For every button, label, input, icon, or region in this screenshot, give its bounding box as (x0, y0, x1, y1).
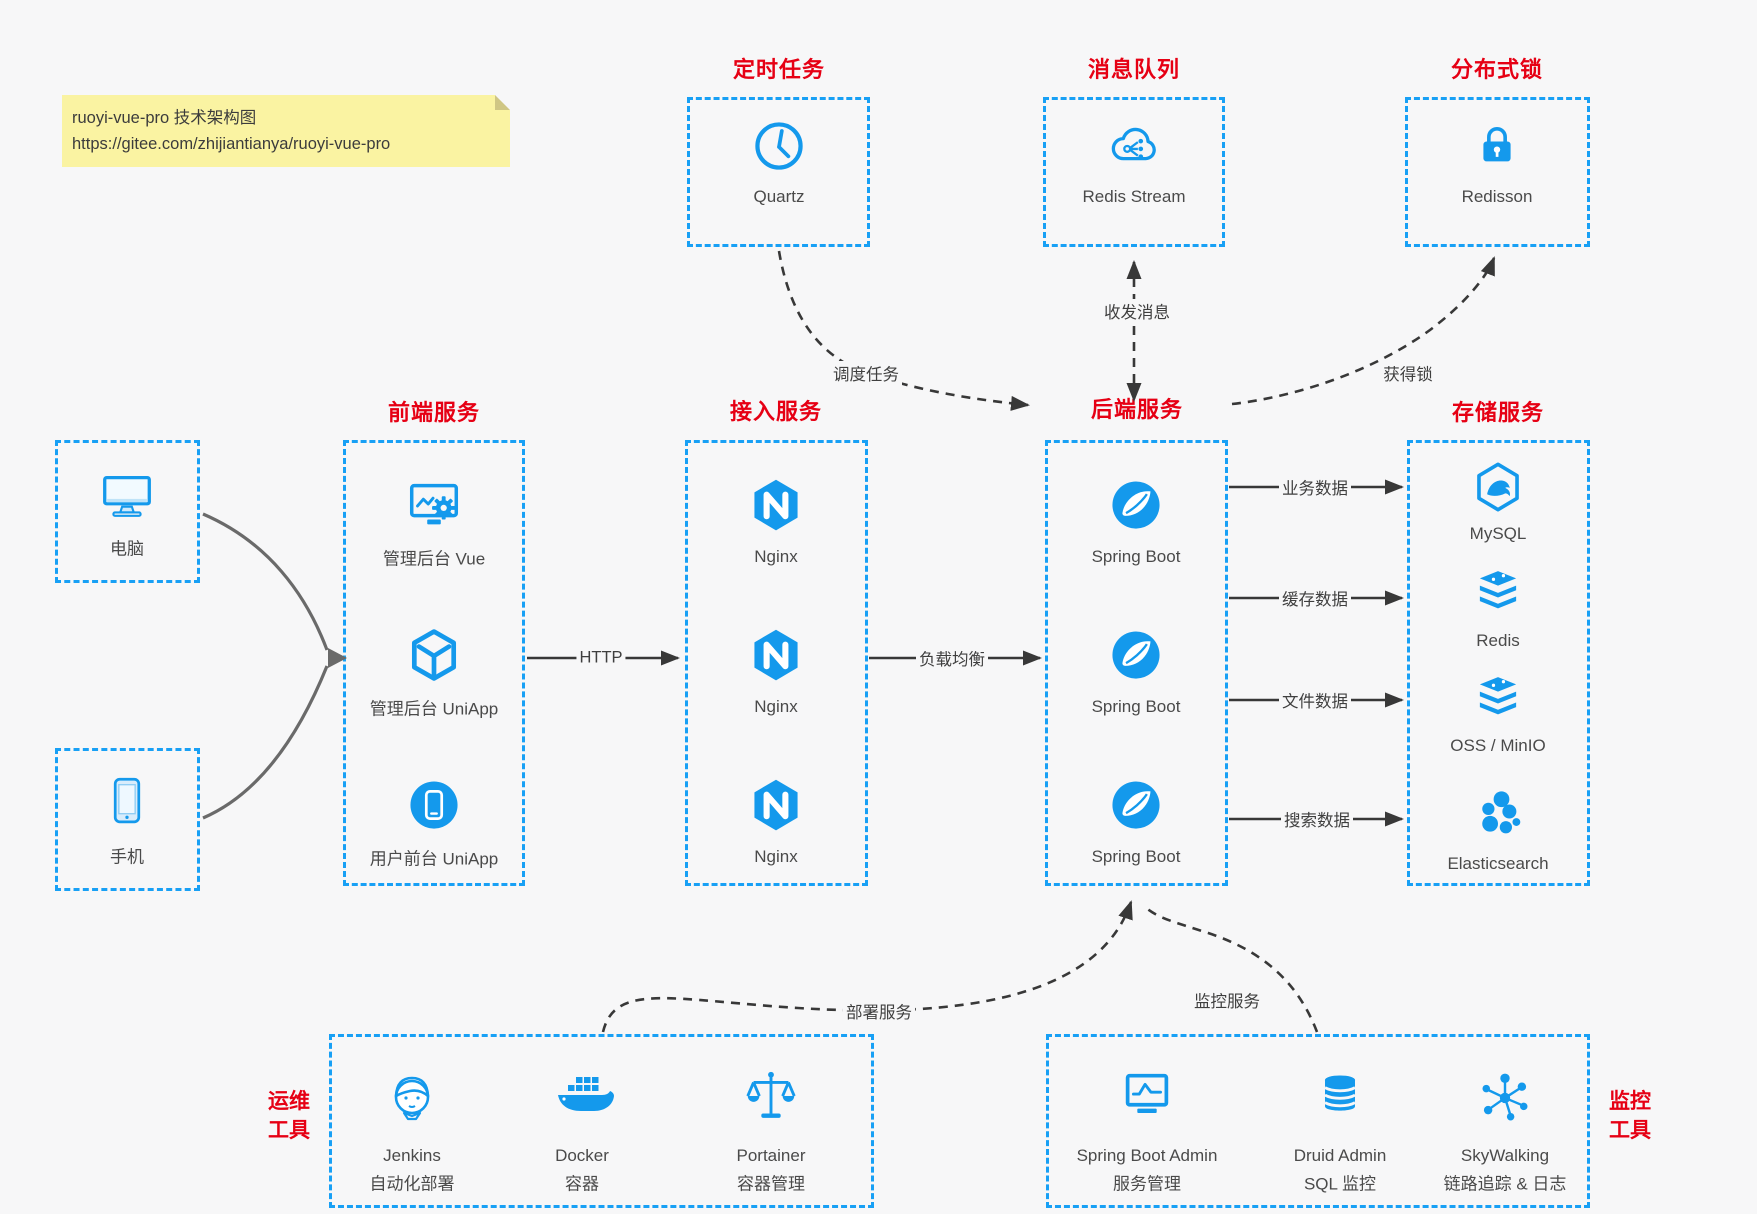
column-box-backend (1045, 440, 1228, 886)
item-label-spring-boot-3: Spring Boot (1091, 847, 1181, 866)
jenkins-icon (380, 1065, 444, 1129)
edge-label-send-receive-msg: 收发消息 (1101, 299, 1173, 323)
item-label-spring-boot-2: Spring Boot (1091, 697, 1181, 716)
ops-title-line1: 运维 (268, 1090, 310, 1113)
tool-name-skywalking: SkyWalking (1460, 1146, 1550, 1165)
item-label-quartz: Quartz (753, 187, 805, 206)
tool-desc-jenkins: 自动化部署 (369, 1174, 455, 1194)
group-box-monitor-tools (1046, 1034, 1590, 1208)
edge-phone-to-frontend (202, 665, 329, 820)
group-box-scheduled-tasks (687, 97, 870, 247)
item-label-redis: Redis (1476, 631, 1520, 650)
group-title-scheduled-tasks: 定时任务 (732, 57, 826, 82)
admin-vue-monitor-gear-icon (403, 474, 465, 536)
mysql-icon (1469, 458, 1527, 516)
note-url: https://gitee.com/zhijiantianya/ruoyi-vu… (72, 135, 391, 153)
spring-boot-icon (1107, 776, 1165, 834)
item-label-user-uniapp: 用户前台 UniApp (369, 849, 499, 869)
client-label-phone: 手机 (110, 847, 144, 867)
client-box-pc (55, 440, 200, 583)
item-label-oss-minio: OSS / MinIO (1450, 736, 1546, 755)
tool-name-jenkins: Jenkins (383, 1146, 441, 1165)
column-title-storage: 存储服务 (1451, 400, 1545, 425)
edge-label-deploy-service: 部署服务 (843, 999, 915, 1023)
nginx-icon (746, 775, 806, 835)
tool-desc-druid-admin: SQL 监控 (1303, 1174, 1377, 1194)
column-title-frontend: 前端服务 (387, 400, 481, 425)
monitor-title-line1: 监控 (1609, 1090, 1651, 1113)
elasticsearch-icon (1470, 787, 1526, 843)
sticky-note: ruoyi-vue-pro 技术架构图 https://gitee.com/zh… (62, 95, 510, 167)
nginx-icon (746, 475, 806, 535)
tool-desc-docker: 容器 (565, 1174, 599, 1194)
tool-desc-portainer: 容器管理 (737, 1174, 805, 1194)
clock-icon (749, 116, 809, 176)
item-label-redis-stream: Redis Stream (1082, 187, 1186, 206)
item-label-admin-vue: 管理后台 Vue (382, 549, 486, 569)
tool-name-docker: Docker (555, 1146, 609, 1165)
portainer-scales-icon (740, 1066, 802, 1128)
client-box-phone (55, 748, 200, 891)
monitor-title-line2: 工具 (1609, 1119, 1651, 1142)
database-icon (1310, 1067, 1370, 1127)
tool-desc-spring-boot-admin: 服务管理 (1113, 1174, 1181, 1194)
item-label-nginx-2: Nginx (754, 697, 798, 716)
spring-boot-icon (1107, 476, 1165, 534)
ops-title-line2: 工具 (268, 1119, 310, 1142)
tool-name-druid-admin: Druid Admin (1293, 1146, 1387, 1165)
group-title-monitor-tools: 监控 工具 (1609, 1087, 1651, 1145)
lock-icon (1468, 117, 1526, 175)
client-label-pc: 电脑 (110, 539, 144, 559)
edge-acquire-lock (1231, 256, 1496, 406)
trace-graph-icon (1475, 1067, 1535, 1127)
edge-label-business-data: 业务数据 (1279, 475, 1351, 499)
group-box-message-queue (1043, 97, 1225, 247)
item-label-admin-uniapp: 管理后台 UniApp (369, 699, 499, 719)
edge-label-file-data: 文件数据 (1279, 688, 1351, 712)
edge-label-load-balance: 负载均衡 (916, 646, 988, 670)
uniapp-cube-icon (404, 625, 464, 685)
column-title-backend: 后端服务 (1090, 397, 1184, 422)
item-label-nginx-1: Nginx (754, 547, 798, 566)
column-box-gateway (685, 440, 868, 886)
item-label-mysql: MySQL (1469, 524, 1527, 543)
item-label-elasticsearch: Elasticsearch (1447, 854, 1549, 873)
note-fold-corner (495, 95, 510, 110)
group-title-distributed-lock: 分布式锁 (1450, 57, 1544, 82)
column-box-storage (1407, 440, 1590, 886)
docker-icon (550, 1065, 614, 1129)
note-title: ruoyi-vue-pro 技术架构图 (72, 109, 257, 127)
oss-minio-icon (1469, 669, 1527, 727)
user-app-circle-icon (405, 776, 463, 834)
edge-label-schedule-task: 调度任务 (830, 361, 902, 385)
edge-label-cache-data: 缓存数据 (1279, 586, 1351, 610)
tool-name-portainer: Portainer (736, 1146, 806, 1165)
edge-label-search-data: 搜索数据 (1281, 807, 1353, 831)
tool-name-spring-boot-admin: Spring Boot Admin (1076, 1146, 1218, 1165)
group-title-ops-tools: 运维 工具 (268, 1087, 310, 1145)
tool-desc-skywalking: 链路追踪 & 日志 (1443, 1174, 1567, 1194)
edge-pc-to-frontend (202, 512, 329, 651)
item-label-nginx-3: Nginx (754, 847, 798, 866)
edge-label-http: HTTP (576, 648, 626, 668)
item-label-spring-boot-1: Spring Boot (1091, 547, 1181, 566)
group-title-message-queue: 消息队列 (1087, 57, 1181, 82)
redis-icon (1469, 563, 1527, 621)
group-box-ops-tools (329, 1034, 874, 1208)
nginx-icon (746, 625, 806, 685)
phone-icon (98, 772, 156, 830)
monitor-chart-icon (1116, 1066, 1178, 1128)
cloud-mq-icon (1103, 115, 1165, 177)
item-label-redisson: Redisson (1461, 187, 1533, 206)
edge-label-monitor-service: 监控服务 (1191, 988, 1263, 1012)
spring-boot-icon (1107, 626, 1165, 684)
edge-monitor-service (1144, 906, 1319, 1033)
column-title-gateway: 接入服务 (729, 399, 823, 424)
edge-schedule-task (777, 250, 1030, 411)
desktop-icon (96, 465, 158, 527)
group-box-distributed-lock (1405, 97, 1590, 247)
edge-label-acquire-lock: 获得锁 (1380, 361, 1436, 385)
